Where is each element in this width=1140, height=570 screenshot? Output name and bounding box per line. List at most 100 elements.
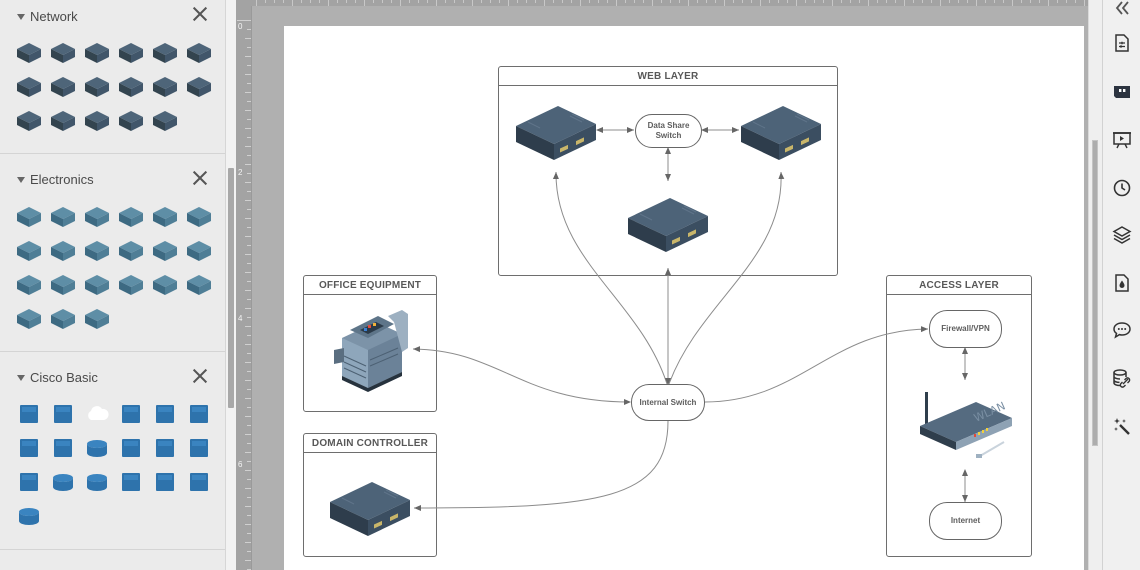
storage-box-icon[interactable]: [186, 74, 212, 98]
monitor-icon[interactable]: [16, 272, 42, 296]
node-internal-switch[interactable]: Internal Switch: [631, 384, 705, 421]
page-settings-button[interactable]: [1110, 31, 1134, 55]
access-point-icon[interactable]: [152, 470, 178, 494]
storage-box-icon[interactable]: [118, 108, 144, 132]
tablet-icon[interactable]: [84, 238, 110, 262]
server-icon[interactable]: [514, 100, 598, 167]
monitor-icon[interactable]: [84, 306, 110, 330]
section-header-electronics[interactable]: Electronics: [17, 170, 94, 188]
tv-icon[interactable]: [118, 238, 144, 262]
layers-button[interactable]: [1110, 223, 1134, 247]
speaker-system-icon[interactable]: [84, 204, 110, 228]
section-header-network[interactable]: Network: [17, 7, 78, 25]
ruler-tick: [247, 353, 251, 354]
headset-icon[interactable]: [186, 238, 212, 262]
history-button[interactable]: [1110, 176, 1134, 200]
building-icon[interactable]: [186, 402, 212, 426]
access-point-icon[interactable]: [118, 470, 144, 494]
small-server-icon[interactable]: [152, 74, 178, 98]
switch-icon[interactable]: [50, 74, 76, 98]
server-icon[interactable]: [328, 476, 412, 543]
canvas-scrollbar-thumb[interactable]: [1092, 140, 1098, 446]
copier-icon[interactable]: [332, 308, 412, 397]
comments-button[interactable]: [1110, 318, 1134, 342]
server-icon[interactable]: [16, 40, 42, 64]
server-icon[interactable]: [118, 402, 144, 426]
node-internet[interactable]: Internet: [929, 502, 1002, 540]
tablet-icon[interactable]: [118, 74, 144, 98]
presentation-button[interactable]: [1110, 128, 1134, 152]
desktop-tower-icon[interactable]: [50, 272, 76, 296]
webcam-icon[interactable]: [16, 306, 42, 330]
switch-icon[interactable]: [16, 74, 42, 98]
copier-icon[interactable]: [16, 108, 42, 132]
speakers-icon[interactable]: [16, 204, 42, 228]
calculator-icon[interactable]: [118, 204, 144, 228]
server-icon[interactable]: [626, 192, 710, 259]
link-internal-office[interactable]: [412, 346, 631, 405]
ruler-tick: [688, 0, 689, 6]
scanner-icon[interactable]: [50, 40, 76, 64]
router-icon[interactable]: [84, 470, 110, 494]
cloud-icon[interactable]: [84, 402, 110, 426]
printer-icon[interactable]: [50, 108, 76, 132]
link-internal-domain[interactable]: [413, 420, 669, 511]
projector-icon[interactable]: [186, 272, 212, 296]
database-icon[interactable]: [50, 470, 76, 494]
ruler-tick: [382, 0, 383, 3]
projector-icon[interactable]: [152, 204, 178, 228]
tablet-icon[interactable]: [50, 238, 76, 262]
collapse-panel-button[interactable]: [1110, 0, 1134, 20]
theme-button[interactable]: [1110, 271, 1134, 295]
ruler-tick: [850, 0, 851, 3]
file-server-icon[interactable]: [16, 470, 42, 494]
ruler-tick: [517, 0, 518, 3]
wireless-router-icon[interactable]: [152, 108, 178, 132]
mp3-player-icon[interactable]: [84, 272, 110, 296]
laptop-icon[interactable]: [16, 238, 42, 262]
firewall-icon[interactable]: [152, 402, 178, 426]
paint-drop-icon: [1115, 274, 1129, 292]
server-icon[interactable]: [739, 100, 823, 167]
ruler-tick: [247, 83, 251, 84]
sidebar-scrollbar-thumb[interactable]: [228, 168, 234, 408]
node-data-share-switch[interactable]: Data Share Switch: [635, 114, 702, 148]
drawing-tablet-icon[interactable]: [118, 272, 144, 296]
printer-icon[interactable]: [152, 272, 178, 296]
magic-button[interactable]: [1110, 414, 1134, 438]
link-internal-firewall[interactable]: [704, 326, 929, 403]
user-workstation-icon[interactable]: [16, 402, 42, 426]
server-rack-icon[interactable]: [84, 74, 110, 98]
hard-drive-icon[interactable]: [50, 306, 76, 330]
ruler-label: 0: [238, 22, 243, 31]
wlan-router-icon[interactable]: WLAN: [918, 390, 1014, 475]
plotter-icon[interactable]: [84, 40, 110, 64]
storage-box-icon[interactable]: [152, 40, 178, 64]
node-firewall-vpn[interactable]: Firewall/VPN: [929, 310, 1002, 348]
multifunction-printer-icon[interactable]: [186, 40, 212, 64]
printer-icon[interactable]: [118, 40, 144, 64]
pda-icon[interactable]: [152, 436, 178, 460]
stereo-icon[interactable]: [50, 204, 76, 228]
wireless-router-icon[interactable]: [16, 504, 42, 528]
laptop-icon[interactable]: [16, 436, 42, 460]
router-icon[interactable]: [84, 436, 110, 460]
link-internal-left-server[interactable]: [552, 171, 668, 385]
link-internal-right-server[interactable]: [668, 171, 785, 385]
voice-switch-icon[interactable]: [186, 470, 212, 494]
section-header-cisco-basic[interactable]: Cisco Basic: [17, 368, 98, 386]
ip-phone-icon[interactable]: [186, 436, 212, 460]
data-linking-button[interactable]: [1110, 366, 1134, 390]
ruler-tick: [274, 0, 275, 3]
page-settings-icon: [1115, 34, 1129, 52]
cross-switch-icon[interactable]: [50, 402, 76, 426]
ruler-tick: [1066, 0, 1067, 3]
scanner-icon[interactable]: [152, 238, 178, 262]
pc-icon[interactable]: [118, 436, 144, 460]
container-title: DOMAIN CONTROLLER: [304, 434, 436, 453]
small-server-icon[interactable]: [84, 108, 110, 132]
laptop-icon[interactable]: [186, 204, 212, 228]
lock-icon[interactable]: [50, 436, 76, 460]
quote-button[interactable]: [1110, 80, 1134, 104]
